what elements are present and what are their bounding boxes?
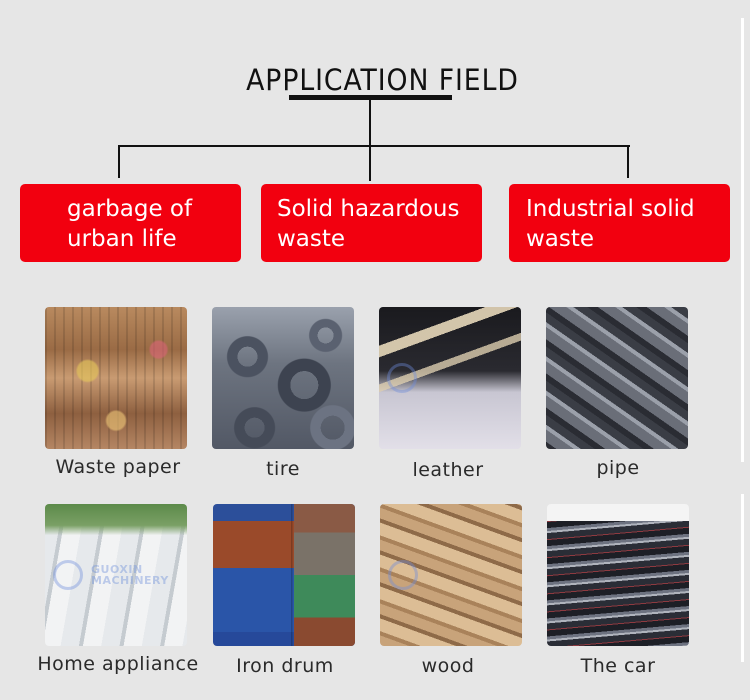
leather-photo (379, 307, 521, 449)
category-industrial-solid-waste: Industrial solid waste (509, 184, 730, 262)
category-solid-hazardous-waste: Solid hazardous waste (261, 184, 482, 262)
right-edge-strip (741, 18, 744, 462)
material-label: wood (421, 655, 475, 677)
category-label: waste (526, 226, 595, 252)
category-label: garbage of (67, 196, 193, 222)
wood-photo (380, 504, 522, 646)
material-label: Home appliance (37, 653, 199, 675)
connector-branch (118, 145, 630, 147)
waste-paper-photo (45, 307, 187, 449)
page-title: APPLICATION FIELD (246, 63, 519, 98)
category-label: waste (277, 226, 346, 252)
pipe-photo (546, 307, 688, 449)
watermark-logo-icon (387, 363, 417, 393)
title-underline-bar (289, 95, 452, 100)
category-label: Industrial solid (526, 196, 695, 222)
iron-drum-photo (213, 504, 355, 646)
material-label: Iron drum (236, 655, 334, 677)
category-label: urban life (67, 226, 177, 252)
connector-drop-right (627, 145, 629, 178)
connector-drop-left (118, 145, 120, 178)
material-label: The car (580, 655, 656, 677)
category-urban-garbage: garbage of urban life (20, 184, 241, 262)
car-photo (547, 504, 689, 646)
home-appliance-photo: GUOXIN MACHINERY (45, 504, 187, 646)
material-label: Waste paper (55, 456, 181, 478)
material-label: pipe (596, 457, 640, 479)
watermark-logo-icon (53, 560, 83, 590)
watermark-logo-icon (388, 560, 418, 590)
material-label: tire (266, 458, 300, 480)
material-label: leather (412, 459, 484, 481)
tire-photo (212, 307, 354, 449)
connector-trunk (369, 99, 371, 181)
watermark-text: GUOXIN MACHINERY (91, 563, 169, 587)
right-edge-strip (741, 494, 744, 662)
category-label: Solid hazardous (277, 196, 460, 222)
